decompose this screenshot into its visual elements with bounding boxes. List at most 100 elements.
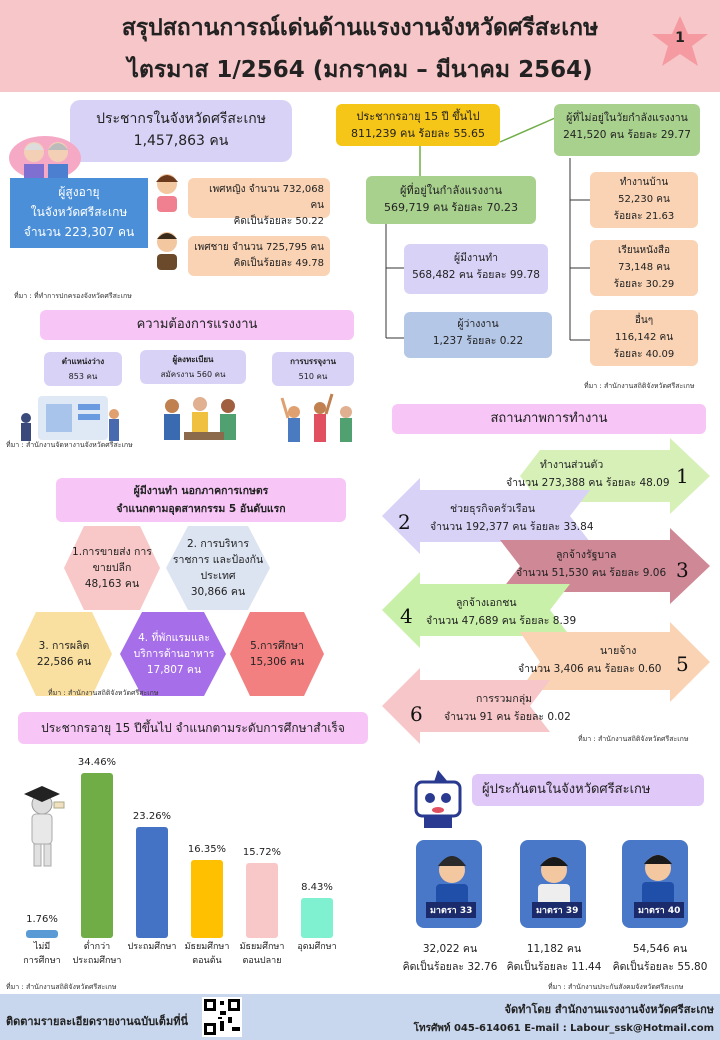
status-4-value: จำนวน 47,689 คน ร้อยละ 8.39 xyxy=(426,615,577,627)
female-icon xyxy=(156,174,178,212)
status-2-value: จำนวน 192,377 คน ร้อยละ 33.84 xyxy=(430,521,594,533)
page-number: 1 xyxy=(675,30,685,46)
education-category-label: ต่ำกว่าประถมศึกษา xyxy=(72,942,122,966)
star-icon xyxy=(652,16,708,66)
housework-count: 52,230 คน xyxy=(618,194,670,205)
education-bar-value: 15.72% xyxy=(242,846,282,858)
elderly-count: จำนวน 223,307 คน xyxy=(23,225,135,239)
male-percent: คิดเป็นร้อยละ 49.78 xyxy=(233,258,324,269)
education-bar-value: 8.43% xyxy=(301,881,333,893)
education-banner: ประชากรอายุ 15 ปีขึ้นไป จำแนกตามระดับการ… xyxy=(18,712,368,744)
education-category-label: อุดมศึกษา xyxy=(297,942,337,952)
footer-follow-text: ติดตามรายละเอียดรายงานฉบับเต็มที่นี่ xyxy=(6,1015,188,1028)
education-bar-value: 23.26% xyxy=(132,810,172,822)
status-5-value: จำนวน 3,406 คน ร้อยละ 0.60 xyxy=(518,663,662,675)
status-2-label: ช่วยธุรกิจครัวเรือน xyxy=(450,503,536,515)
not-in-lf-value: 241,520 คน ร้อยละ 29.77 xyxy=(563,129,691,141)
section-39-label: มาตรา 39 xyxy=(532,902,583,918)
education-bar xyxy=(26,929,58,938)
section-40-label: มาตรา 40 xyxy=(634,902,685,918)
status-6-value: จำนวน 91 คน ร้อยละ 0.02 xyxy=(444,711,571,723)
status-5-rank: 5 xyxy=(676,652,689,676)
labor-force-source: ที่มา : สำนักงานสถิติจังหวัดศรีสะเกษ xyxy=(584,382,695,390)
not-in-lf-title: ผู้ที่ไม่อยู่ในวัยกำลังแรงงาน xyxy=(566,112,688,124)
section-33-percent: คิดเป็นร้อยละ 32.76 xyxy=(402,961,498,973)
other-box: อื่นๆ 116,142 คน ร้อยละ 40.09 xyxy=(590,310,698,366)
other-count: 116,142 คน xyxy=(614,332,674,343)
section-40-card: มาตรา 40 xyxy=(622,840,688,928)
education-bar-value: 34.46% xyxy=(77,757,117,769)
section-33-label: มาตรา 33 xyxy=(426,902,477,918)
non-agri-title: ผู้มีงานทำ นอกภาคการเกษตร xyxy=(133,485,269,497)
labor-tree-lines xyxy=(385,117,590,341)
status-4-label: ลูกจ้างเอกชน xyxy=(456,597,517,609)
work-status-arrows xyxy=(382,438,710,744)
not-in-labor-force-box: ผู้ที่ไม่อยู่ในวัยกำลังแรงงาน 241,520 คน… xyxy=(554,104,700,156)
unemployed-value: 1,237 ร้อยละ 0.22 xyxy=(432,335,524,347)
non-agri-source: ที่มา : สำนักงานสถิติจังหวัดศรีสะเกษ xyxy=(48,689,159,697)
section-39-stats: 11,182 คน คิดเป็นร้อยละ 11.44 xyxy=(502,940,606,976)
job-search-illustration xyxy=(21,396,119,441)
education-bar xyxy=(246,862,278,938)
section-33-stats: 32,022 คน คิดเป็นร้อยละ 32.76 xyxy=(398,940,502,976)
status-4-rank: 4 xyxy=(400,604,413,628)
education-source: ที่มา : สำนักงานสถิติจังหวัดศรีสะเกษ xyxy=(6,983,117,991)
other-percent: ร้อยละ 40.09 xyxy=(613,349,675,360)
status-1-label: ทำงานส่วนตัว xyxy=(540,459,604,471)
population-title: ประชากรในจังหวัดศรีสะเกษ xyxy=(96,111,266,127)
placement-box: การบรรจุงาน 510 คน xyxy=(272,352,354,386)
qr-code-icon[interactable] xyxy=(202,997,242,1037)
placement-label: การบรรจุงาน xyxy=(290,357,336,366)
section-39-count: 11,182 คน xyxy=(526,943,582,955)
industry-hexagons xyxy=(16,526,324,696)
education-bar xyxy=(81,773,113,938)
female-count: เพศหญิง จำนวน 732,068 คน xyxy=(209,184,324,211)
work-status-source: ที่มา : สำนักงานสถิติจังหวัดศรีสะเกษ xyxy=(578,735,689,743)
status-5-label: นายจ้าง xyxy=(600,645,637,657)
unemployed-box: ผู้ว่างงาน 1,237 ร้อยละ 0.22 xyxy=(404,312,552,358)
female-percent: คิดเป็นร้อยละ 50.22 xyxy=(233,216,324,227)
in-lf-value: 569,719 คน ร้อยละ 70.23 xyxy=(384,201,518,214)
team-illustration xyxy=(164,397,236,440)
page-subtitle: ไตรมาส 1/2564 (มกราคม – มีนาคม 2564) xyxy=(127,57,593,83)
education-category-label: มัธยมศึกษาตอนต้น xyxy=(184,942,230,966)
education-category-label: ประถมศึกษา xyxy=(127,942,177,952)
section-40-count: 54,546 คน xyxy=(632,943,688,955)
education-category-label: มัธยมศึกษาตอนปลาย xyxy=(239,942,285,966)
status-3-rank: 3 xyxy=(676,558,689,582)
section-39-percent: คิดเป็นร้อยละ 11.44 xyxy=(506,961,602,973)
status-1-rank: 1 xyxy=(676,464,689,488)
elderly-title: ผู้สูงอายุ xyxy=(58,185,100,199)
mascot-icon xyxy=(414,770,462,828)
population-source: ที่มา : ที่ทำการปกครองจังหวัดศรีสะเกษ xyxy=(14,292,132,300)
labor-demand-banner: ความต้องการแรงงาน xyxy=(40,310,354,340)
section-40-percent: คิดเป็นร้อยละ 55.80 xyxy=(612,961,708,973)
elderly-box: ผู้สูงอายุ ในจังหวัดศรีสะเกษ จำนวน 223,3… xyxy=(10,178,148,248)
footer-bar xyxy=(0,994,720,1040)
status-3-value: จำนวน 51,530 คน ร้อยละ 9.06 xyxy=(516,567,667,579)
other-title: อื่นๆ xyxy=(634,315,654,326)
vacancy-label: ตำแหน่งว่าง xyxy=(61,357,105,366)
elderly-couple-icon xyxy=(9,136,81,180)
in-lf-title: ผู้ที่อยู่ในกำลังแรงงาน xyxy=(399,184,503,197)
status-1-value: จำนวน 273,388 คน ร้อยละ 48.09 xyxy=(506,477,670,489)
housework-title: ทำงานบ้าน xyxy=(619,177,669,188)
education-bar xyxy=(191,859,223,938)
population-box: ประชากรในจังหวัดศรีสะเกษ 1,457,863 คน xyxy=(70,100,292,162)
female-box: เพศหญิง จำนวน 732,068 คน คิดเป็นร้อยละ 5… xyxy=(188,178,330,227)
male-box: เพศชาย จำนวน 725,795 คน คิดเป็นร้อยละ 49… xyxy=(188,236,330,276)
employed-title: ผู้มีงานทำ xyxy=(453,252,499,264)
elderly-subtitle: ในจังหวัดศรีสะเกษ xyxy=(30,205,128,219)
work-status-banner: สถานภาพการทำงาน xyxy=(392,404,706,434)
age15-value: 811,239 คน ร้อยละ 55.65 xyxy=(351,127,485,140)
vacancy-box: ตำแหน่งว่าง 853 คน xyxy=(44,352,122,386)
population-total: 1,457,863 คน xyxy=(133,133,229,149)
education-bar xyxy=(136,826,168,938)
in-labor-force-box: ผู้ที่อยู่ในกำลังแรงงาน 569,719 คน ร้อยล… xyxy=(366,176,536,224)
graduate-icon xyxy=(24,786,65,867)
vacancy-value: 853 คน xyxy=(68,372,98,381)
